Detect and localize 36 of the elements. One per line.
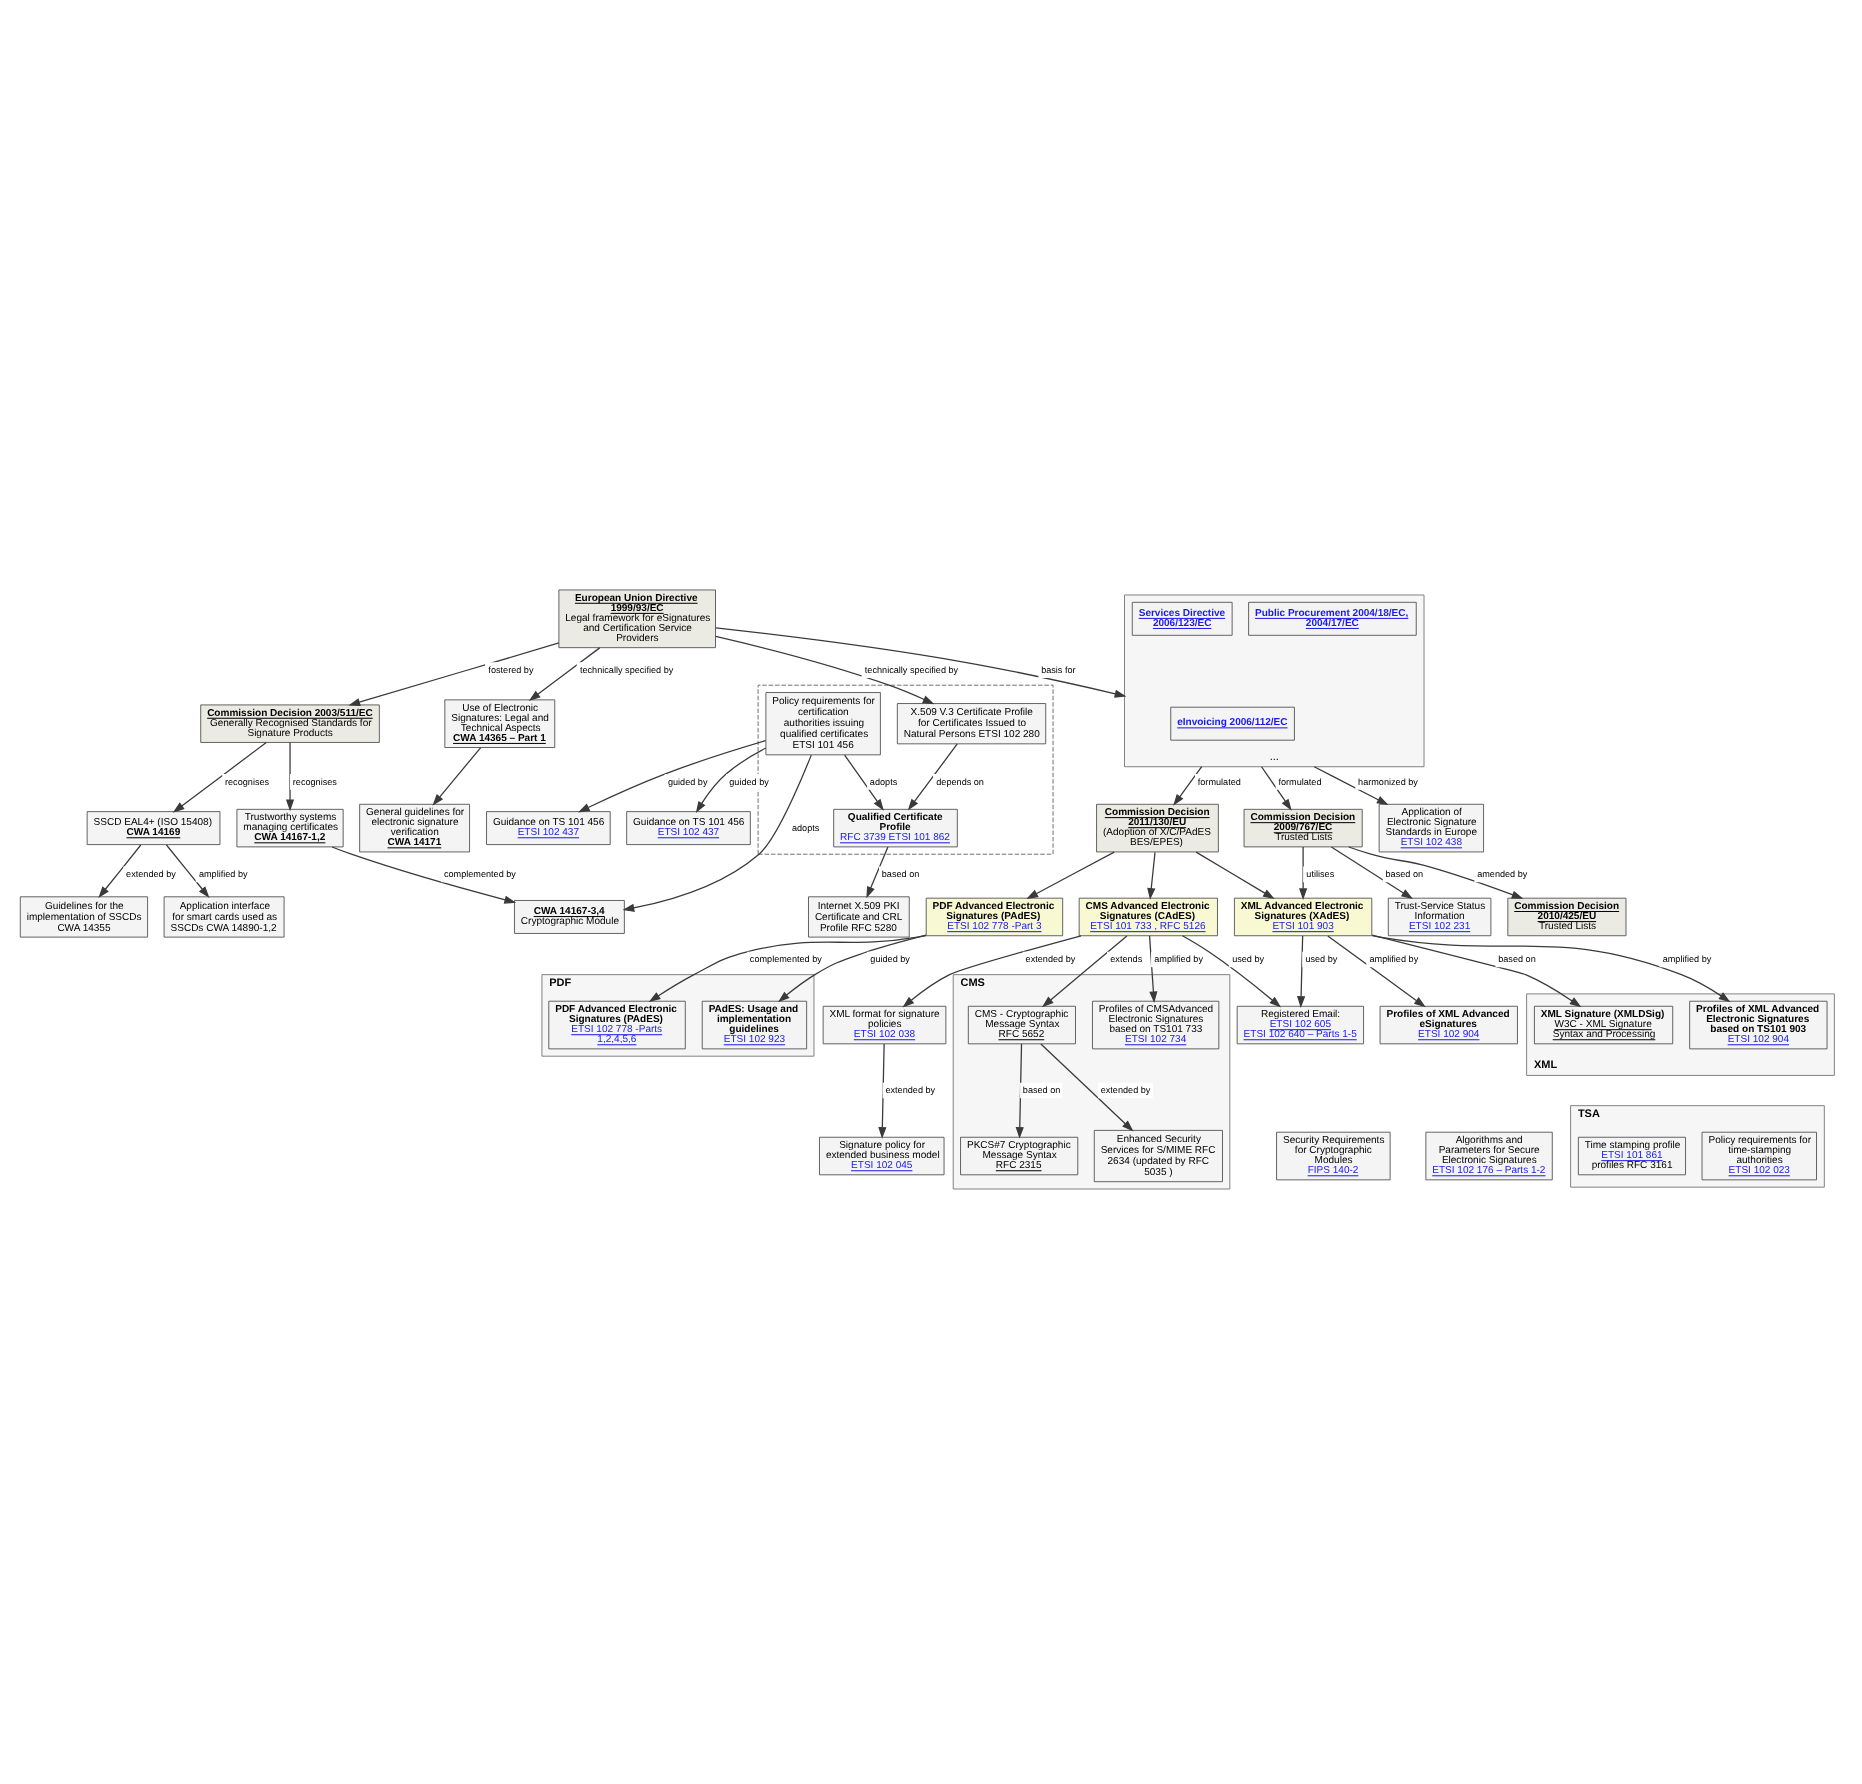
arrow [285,741,295,812]
arrow [432,747,482,806]
arrow [1181,935,1282,1008]
arrow [1371,934,1582,1008]
arrow [715,635,935,705]
arrow [1195,851,1275,900]
cluster [757,684,1054,855]
arrow [1015,1043,1024,1139]
arrow [1327,935,1426,1008]
arrow [778,934,927,1003]
arrow [348,642,560,707]
arrow [165,844,210,899]
arrow [1041,935,1128,1008]
arrow [907,743,958,811]
arrow [1173,766,1203,806]
arrow [1348,846,1524,899]
arrow [844,754,884,811]
arrow [695,747,767,814]
arrow [1330,846,1413,900]
arrow [648,934,927,1003]
arrow [1147,851,1156,900]
arrow [1297,935,1306,1008]
arrow [866,846,889,899]
arrow [1040,1043,1134,1132]
arrow [1148,935,1158,1004]
arrow [1371,935,1731,1003]
arrow [715,627,1127,698]
arrow [172,741,267,813]
arrow [1260,766,1292,811]
arrow [1313,766,1389,806]
arrow [1299,846,1308,900]
arrow [878,1043,887,1139]
arrow [578,740,767,813]
arrow [528,647,601,701]
arrow [1026,851,1115,899]
arrow [98,844,142,899]
